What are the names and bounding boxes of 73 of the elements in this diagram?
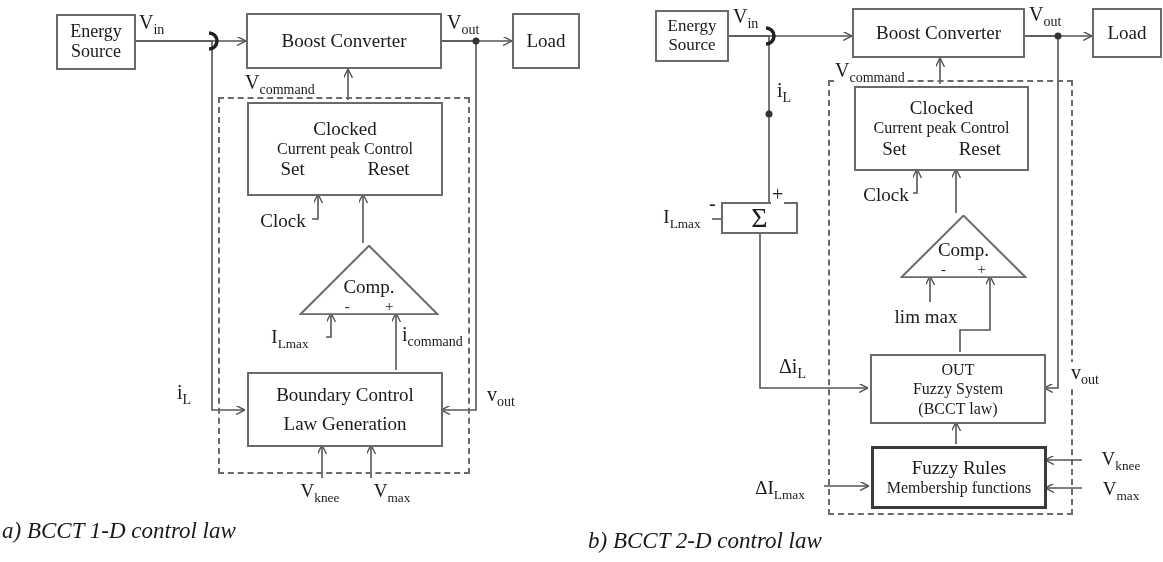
node-label: Boundary Control Law Generation: [275, 383, 415, 436]
panel-caption: b) BCCT 2-D control law: [588, 528, 822, 554]
node-label: Boost Converter: [875, 22, 1002, 44]
connector-line: [728, 35, 770, 203]
signal-label: I$_{Lmax}$: [271, 326, 309, 352]
node-label: Comp.: [937, 238, 990, 261]
fuzzy-system-box: [870, 354, 1046, 424]
node-label: +: [384, 297, 394, 315]
panel-caption: a) BCCT 1-D control law: [2, 518, 236, 544]
signal-label: Clock: [863, 184, 909, 206]
control-box: [854, 86, 1029, 171]
signal-label: V$_{knee}$: [1101, 448, 1141, 474]
edge-label: i$_{L}$: [176, 382, 193, 407]
node-label: -: [344, 297, 350, 315]
dashed-frame: [218, 97, 470, 474]
node-label: Energy Source: [666, 17, 718, 55]
edge-label: v$_{out}$: [1070, 362, 1100, 387]
arrow: [342, 68, 354, 101]
edge-label: V$_{in}$: [732, 6, 760, 31]
signal-label: V$_{max}$: [1102, 478, 1140, 504]
node-label: Load: [526, 30, 566, 52]
connector-line: [711, 218, 722, 220]
node-label: OUT: [940, 360, 976, 380]
arrow: [934, 57, 946, 85]
edge-label: Δi$_{L}$: [778, 356, 807, 381]
block-box: [56, 14, 136, 70]
signal-label: lim max: [894, 306, 958, 328]
dashed-frame: [828, 80, 1073, 515]
node-label: -: [941, 260, 947, 278]
converter-box: [852, 8, 1025, 58]
arrow: [135, 40, 246, 416]
node-label: Set: [882, 137, 907, 160]
edge-label: V$_{command}$: [834, 60, 906, 85]
edge-label: V$_{out}$: [1028, 4, 1063, 29]
control-box: [247, 102, 443, 196]
signal-label: Clock: [260, 210, 306, 232]
arrow: [1024, 35, 1059, 394]
node-label: Fuzzy Rules: [911, 457, 1007, 480]
node-label: Fuzzy System (BCCT law): [911, 379, 1005, 418]
arrow: [823, 480, 870, 492]
control-law-box: [247, 372, 443, 447]
converter-box: [246, 13, 442, 69]
node-label: Set: [280, 158, 305, 181]
node-label: Σ: [751, 201, 768, 235]
node-label: Load: [1107, 22, 1147, 44]
arrow: [759, 233, 869, 394]
edge-label: V$_{out}$: [446, 12, 481, 37]
signal-label: ΔI$_{Lmax}$: [755, 477, 805, 503]
fuzzy-rules-box: [871, 446, 1047, 509]
node-label: +: [977, 260, 986, 278]
node-label: Membership functions: [886, 479, 1032, 498]
edge-label: V$_{in}$: [138, 12, 166, 37]
signal-label: V$_{max}$: [373, 480, 411, 506]
comparator-triangle: [900, 215, 1027, 278]
summing-junction-box: [721, 202, 798, 234]
load-box: [512, 13, 580, 69]
node-label: Clocked: [909, 97, 974, 120]
signal-label: V$_{knee}$: [300, 480, 340, 506]
comparator-triangle: [299, 245, 439, 315]
load-box: [1092, 8, 1162, 58]
node-label: Current peak Control: [873, 119, 1010, 138]
block-box: [655, 10, 729, 62]
node-label: Reset: [958, 137, 1001, 160]
node-label: Energy Source: [69, 22, 123, 62]
node-label: Boost Converter: [281, 30, 407, 52]
node-label: Clocked: [313, 117, 377, 140]
edge-label: i$_{command}$: [401, 324, 464, 349]
signal-label: I$_{Lmax}$: [663, 206, 701, 232]
node-label: Current peak Control: [277, 139, 413, 159]
node-label: Comp.: [343, 275, 395, 298]
node-label: Reset: [367, 158, 410, 181]
edge-label: V$_{command}$: [244, 72, 316, 97]
edge-label: i$_{L}$: [776, 80, 793, 105]
